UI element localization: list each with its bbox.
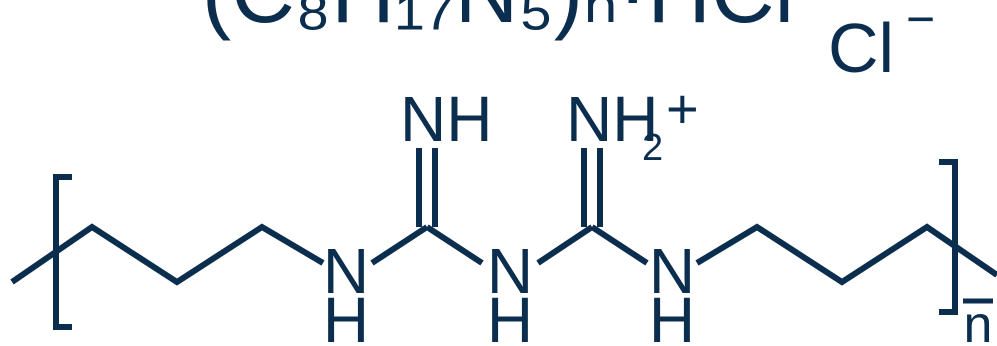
iminium-nh-label: NH <box>566 83 658 155</box>
repeat-unit-subscript: n <box>963 296 993 346</box>
counter-ion: Cl − <box>828 0 935 87</box>
double-bond-imine <box>416 148 438 227</box>
amine-n-2: N <box>487 235 533 307</box>
amine-group-2: N H <box>487 235 533 346</box>
amine-h-3: H <box>649 284 695 346</box>
iminium-subscript: 2 <box>642 127 663 169</box>
iminium-charge: + <box>666 77 699 140</box>
double-bond-iminium <box>581 148 603 227</box>
iminium-label: NH 2 + <box>566 77 699 169</box>
counter-ion-symbol: Cl <box>828 9 894 87</box>
amine-group-3: N H <box>649 235 695 346</box>
right-alkyl-chain <box>695 223 997 286</box>
bond-c1-n2 <box>425 224 484 266</box>
amine-h-1: H <box>323 284 369 346</box>
amine-group-1: N H <box>323 235 369 346</box>
counter-ion-charge: − <box>906 0 935 47</box>
bond-n2-c2 <box>536 224 594 266</box>
amine-n-3: N <box>649 235 695 307</box>
left-alkyl-chain <box>10 223 325 286</box>
formula-label-partial: (C₈H₁₇N₅)ₙ·HCl <box>202 0 794 41</box>
repeat-n: n <box>964 296 993 346</box>
right-bracket <box>939 159 958 315</box>
bond-n1-c1 <box>370 224 429 266</box>
bond-c2-n3 <box>590 224 649 266</box>
amine-h-2: H <box>487 284 533 346</box>
amine-n-1: N <box>323 235 369 307</box>
imine-nh-label: NH <box>400 83 492 155</box>
